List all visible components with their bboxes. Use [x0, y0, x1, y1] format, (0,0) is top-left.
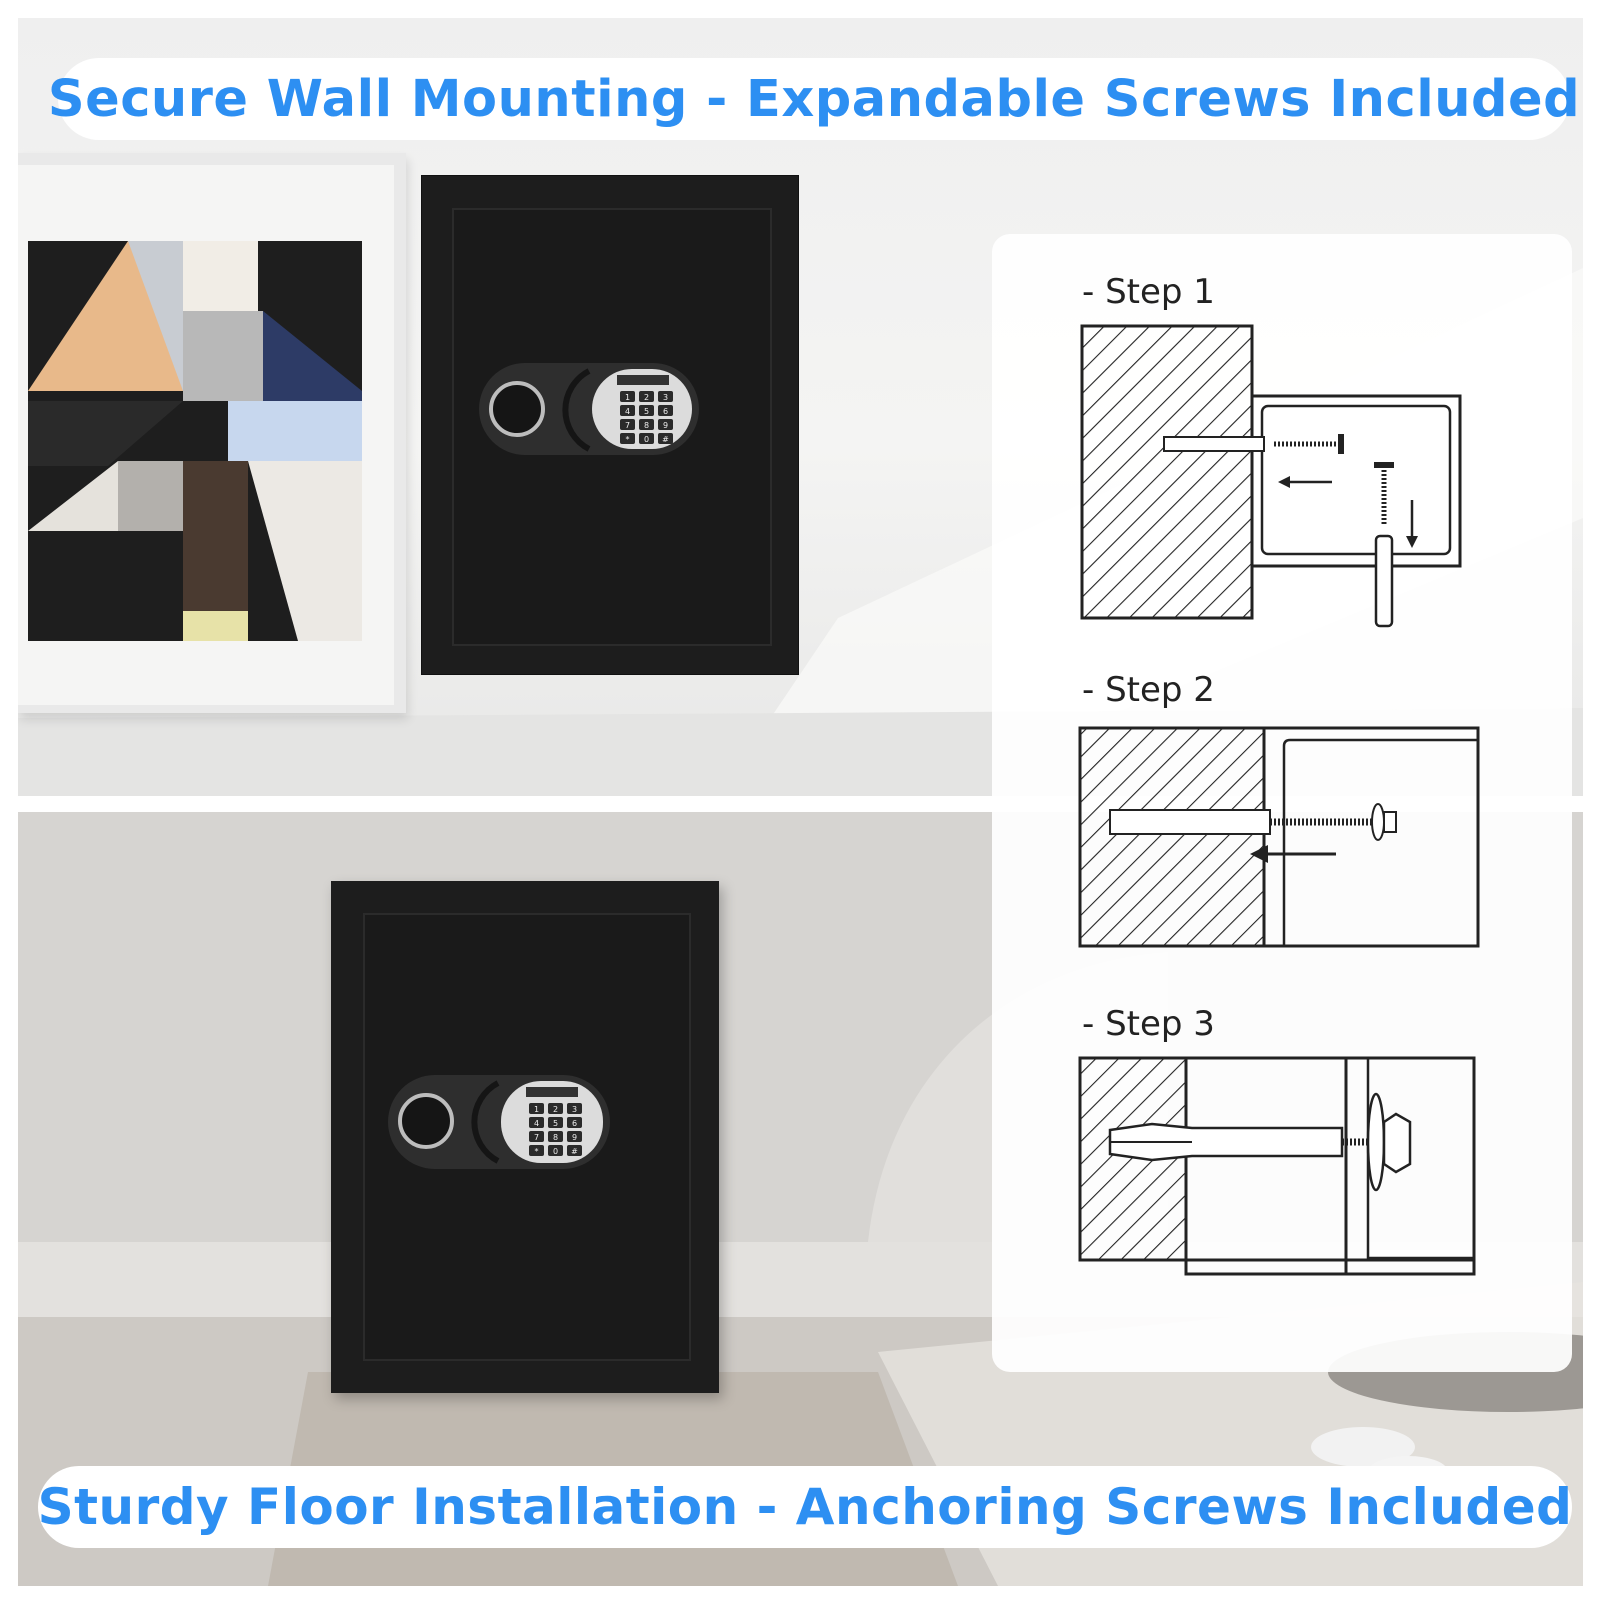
arrow-icon — [1250, 845, 1336, 863]
keypad-key-label: 3 — [663, 393, 668, 402]
step-1-diagram — [1080, 324, 1462, 628]
keypad-key — [639, 391, 654, 402]
knob-icon — [489, 381, 545, 437]
floor-safe: 1 2 3 4 5 6 7 8 9 * 0 # — [331, 881, 719, 1393]
step-1-label: - Step 1 — [1082, 272, 1215, 312]
keypad-key-label: 1 — [534, 1105, 539, 1114]
keypad-keys: 1 2 3 4 5 6 7 8 9 * 0 # — [529, 1103, 582, 1156]
keypad-key — [658, 405, 673, 416]
keypad-key — [639, 419, 654, 430]
keypad-key-label: 4 — [534, 1119, 539, 1128]
keypad-key — [567, 1103, 582, 1114]
keypad-key — [529, 1145, 544, 1156]
keypad-key — [639, 405, 654, 416]
step-3-diagram — [1078, 1056, 1476, 1276]
floor-install-banner: Sturdy Floor Installation - Anchoring Sc… — [38, 1466, 1572, 1548]
keypad-key — [620, 419, 635, 430]
keypad-key — [620, 405, 635, 416]
keypad-key-label: 7 — [534, 1133, 539, 1142]
keypad-key-label: 1 — [625, 393, 630, 402]
keypad-key-label: 5 — [644, 407, 649, 416]
wall-mount-scene: 1 2 3 4 5 6 7 8 9 * 0 # — [18, 18, 1583, 796]
keypad-key-label: # — [571, 1147, 578, 1156]
keypad-key-label: 8 — [553, 1133, 558, 1142]
abstract-art-icon — [28, 241, 362, 641]
arrow-icon — [1406, 500, 1418, 548]
keypad-key-label: 2 — [553, 1105, 558, 1114]
keypad-key — [658, 433, 673, 444]
keypad-key — [529, 1131, 544, 1142]
keypad-key-label: 4 — [625, 407, 630, 416]
keypad-key — [658, 419, 673, 430]
keypad-key-label: # — [662, 435, 669, 444]
step-diagrams — [1078, 324, 1480, 1276]
keypad-lock: 1 2 3 4 5 6 7 8 9 * 0 # — [479, 363, 699, 455]
keypad-key-label: 7 — [625, 421, 630, 430]
keypad-key-label: 0 — [644, 435, 649, 444]
keypad-key — [567, 1131, 582, 1142]
keypad-key-label: 5 — [553, 1119, 558, 1128]
installation-steps-panel: - Step 1 - Step 2 - Step 3 — [992, 234, 1572, 1372]
keypad-key-label: 3 — [572, 1105, 577, 1114]
keypad-key-label: * — [535, 1147, 539, 1156]
wall-mount-banner: Secure Wall Mounting - Expandable Screws… — [48, 58, 1580, 140]
wall-safe: 1 2 3 4 5 6 7 8 9 * 0 # — [422, 176, 798, 674]
keypad-key — [658, 391, 673, 402]
keypad-key — [567, 1117, 582, 1128]
keypad-key — [529, 1117, 544, 1128]
keypad-lock: 1 2 3 4 5 6 7 8 9 * 0 # — [388, 1075, 610, 1169]
keypad-key — [529, 1103, 544, 1114]
keypad-key — [548, 1145, 563, 1156]
keypad-key-label: 9 — [572, 1133, 577, 1142]
keypad-key-label: 8 — [644, 421, 649, 430]
keypad-key — [620, 391, 635, 402]
step-2-diagram — [1078, 726, 1480, 948]
keypad-key-label: 2 — [644, 393, 649, 402]
step-3-label: - Step 3 — [1082, 1004, 1215, 1044]
keypad-key — [548, 1131, 563, 1142]
keypad-key — [567, 1145, 582, 1156]
keypad-key-label: 0 — [553, 1147, 558, 1156]
keypad-key — [548, 1103, 563, 1114]
keypad-key-label: * — [626, 435, 630, 444]
keypad-key-label: 9 — [663, 421, 668, 430]
keypad-key-label: 6 — [572, 1119, 577, 1128]
arrow-icon — [1278, 476, 1332, 488]
step-2-label: - Step 2 — [1082, 670, 1215, 710]
keypad-key-label: 6 — [663, 407, 668, 416]
keypad-key — [620, 433, 635, 444]
keypad-key — [639, 433, 654, 444]
knob-icon — [398, 1093, 454, 1149]
keypad-keys: 1 2 3 4 5 6 7 8 9 * 0 # — [620, 391, 673, 444]
keypad-key — [548, 1117, 563, 1128]
framed-artwork — [18, 153, 406, 713]
